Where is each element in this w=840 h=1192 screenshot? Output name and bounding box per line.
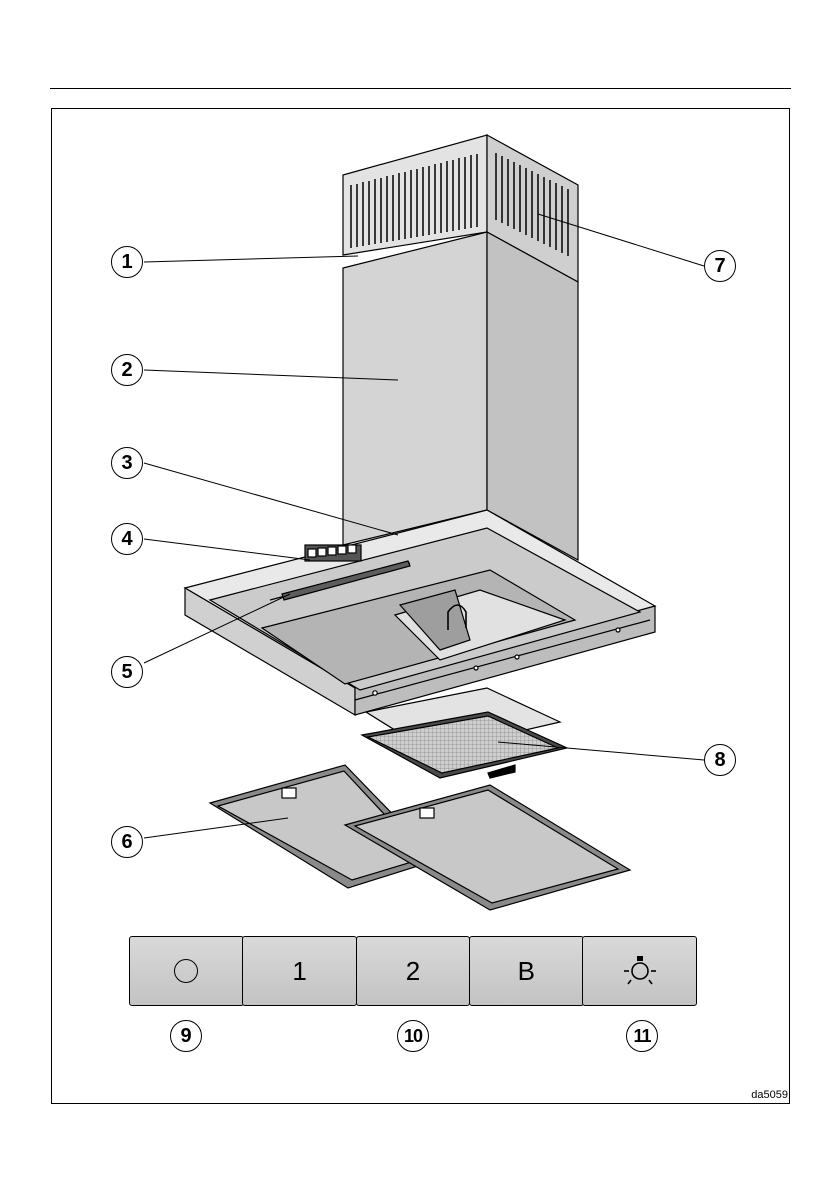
callout-5: 5	[111, 656, 143, 688]
callout-2: 2	[111, 354, 143, 386]
off-button[interactable]	[129, 936, 244, 1006]
leader-4	[144, 539, 310, 560]
control-panel: 1 2 B	[129, 936, 697, 1006]
leader-1	[144, 256, 358, 262]
speed-2-button[interactable]: 2	[356, 936, 471, 1006]
hood-canopy	[185, 510, 655, 715]
speed-1-button[interactable]: 1	[242, 936, 357, 1006]
lower-chimney	[343, 232, 578, 560]
callout-4: 4	[111, 523, 143, 555]
light-button[interactable]	[582, 936, 697, 1006]
figure-code: da5059	[751, 1089, 788, 1101]
callout-10: 10	[397, 1020, 429, 1052]
circle-off-icon	[174, 959, 198, 983]
boost-button[interactable]: B	[469, 936, 584, 1006]
callout-1: 1	[111, 246, 143, 278]
grease-filters	[210, 765, 630, 910]
callout-11: 11	[626, 1020, 658, 1052]
hood-control-keys	[305, 545, 361, 561]
callout-8: 8	[704, 744, 736, 776]
callout-9: 9	[170, 1020, 202, 1052]
callout-6: 6	[111, 826, 143, 858]
callout-7: 7	[704, 250, 736, 282]
callout-3: 3	[111, 447, 143, 479]
light-bulb-icon	[623, 954, 657, 988]
